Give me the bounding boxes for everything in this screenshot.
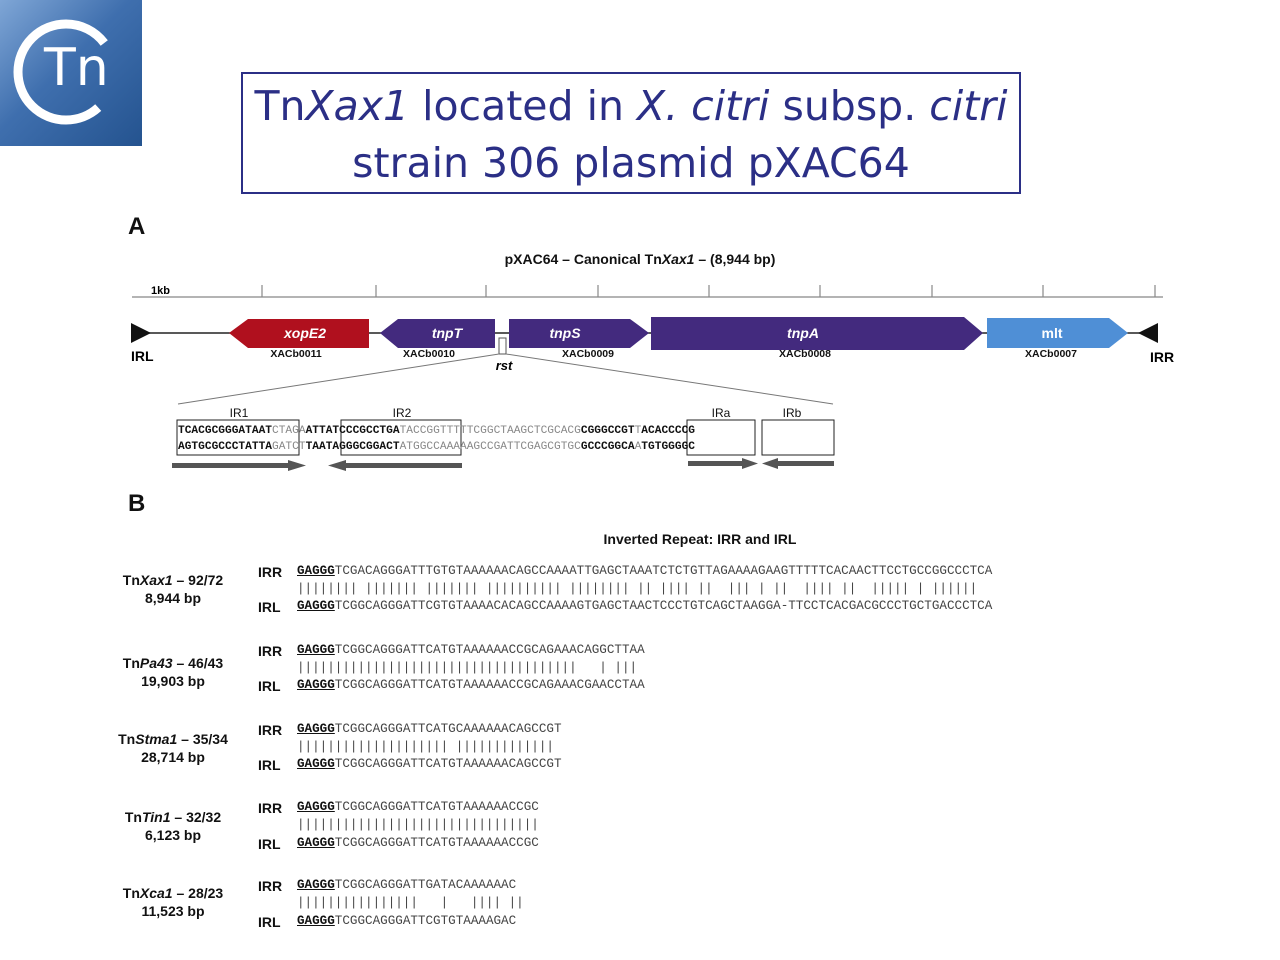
match-line: |||||||||||||||||||| ||||||||||||| <box>297 740 554 754</box>
locus-xacb0009: XACb0009 <box>562 348 614 360</box>
panel-a-heading: pXAC64 – Canonical TnXax1 – (8,944 bp) <box>504 251 776 267</box>
irr-sequence: GAGGGTCGGCAGGGATTCATGTAAAAAACCGCAGAAACAG… <box>297 643 645 657</box>
irr-label: IRR <box>258 722 283 738</box>
irr-end-label: IRR <box>1150 349 1174 365</box>
irr-sequence: GAGGGTCGACAGGGATTTGTGTAAAAAACAGCCAAAATTG… <box>297 564 993 578</box>
gene-label-tnpA: tnpA <box>787 325 819 341</box>
gene-tnpA-arrow <box>651 317 983 350</box>
panel-b-heading: Inverted Repeat: IRR and IRL <box>603 531 797 547</box>
ir2-direction-arrow <box>328 460 462 471</box>
ira-box <box>686 419 756 456</box>
gene-label-tnpT: tnpT <box>432 325 464 341</box>
locus-xacb0010: XACb0010 <box>403 348 455 360</box>
irl-sequence: GAGGGTCGGCAGGGATTCGTGTAAAAGAC <box>297 914 517 928</box>
ir1-label: IR1 <box>230 406 249 420</box>
gene-tnpT-arrow <box>380 319 495 348</box>
logo-text: Tn <box>44 38 109 98</box>
tn-logo: Tn <box>0 0 142 146</box>
ir1-direction-arrow <box>172 460 306 471</box>
panel-b-label: B <box>128 490 146 517</box>
irr-triangle <box>1138 323 1158 343</box>
irl-end-label: IRL <box>131 348 154 364</box>
scale-ticks <box>261 285 1156 297</box>
irl-sequence: GAGGGTCGGCAGGGATTCATGTAAAAAACCGC <box>297 836 539 850</box>
rst-top-strand: TCACGCGGGATAATCTAGAATTATCCCGCCTGATACCGGT… <box>178 425 696 437</box>
gene-label-tnpS: tnpS <box>549 325 581 341</box>
irr-label: IRR <box>258 643 283 659</box>
locus-xacb0011: XACb0011 <box>270 348 322 360</box>
gene-label-xopE2: xopE2 <box>283 325 326 341</box>
irr-label: IRR <box>258 878 283 894</box>
irr-sequence: GAGGGTCGGCAGGGATTGATACAAAAAAC <box>297 878 517 892</box>
irl-label: IRL <box>258 914 281 930</box>
match-line: |||||||||||||||||||||||||||||||| <box>297 818 539 832</box>
match-line: |||||||||||||||| | |||| || <box>297 896 524 910</box>
ir1-box <box>176 419 300 456</box>
irb-direction-arrow <box>762 458 834 469</box>
irl-label: IRL <box>258 836 281 852</box>
irl-sequence: GAGGGTCGGCAGGGATTCATGTAAAAAACAGCCGT <box>297 757 562 771</box>
title-line-1: TnXax1 located in X. citri subsp. citri <box>254 82 1008 130</box>
gene-label-mlt: mlt <box>1042 325 1063 341</box>
locus-xacb0008: XACb0008 <box>779 348 831 360</box>
ira-direction-arrow <box>688 458 758 469</box>
irr-sequence: GAGGGTCGGCAGGGATTCATGCAAAAAACAGCCGT <box>297 722 562 736</box>
locus-xacb0007: XACb0007 <box>1025 348 1077 360</box>
gene-xopE2-arrow <box>229 319 369 348</box>
irl-sequence: GAGGGTCGGCAGGGATTCGTGTAAAACACAGCCAAAAGTG… <box>297 599 993 613</box>
panel-a-label: A <box>128 213 146 240</box>
zoom-line-left <box>177 353 500 405</box>
rst-bottom-strand: AGTGCGCCCTATTAGATCTTAATAGGGCGGACTATGGCCA… <box>178 441 696 453</box>
irr-label: IRR <box>258 800 283 816</box>
ir2-label: IR2 <box>393 406 412 420</box>
irl-label: IRL <box>258 678 281 694</box>
rst-label: rst <box>496 358 513 373</box>
irb-box <box>761 419 835 456</box>
title-line-2: strain 306 plasmid pXAC64 <box>352 139 910 187</box>
irl-sequence: GAGGGTCGGCAGGGATTCATGTAAAAAACCGCAGAAACGA… <box>297 678 645 692</box>
logo-ring-icon <box>13 19 119 125</box>
irr-sequence: GAGGGTCGGCAGGGATTCATGTAAAAAACCGC <box>297 800 539 814</box>
irl-label: IRL <box>258 757 281 773</box>
match-line: |||||||| ||||||| ||||||| |||||||||| ||||… <box>297 582 978 596</box>
irl-triangle <box>131 323 151 343</box>
gene-tnpS-arrow <box>509 319 649 348</box>
match-line: ||||||||||||||||||||||||||||||||||||| | … <box>297 661 638 675</box>
slide-title: TnXax1 located in X. citri subsp. citri … <box>241 72 1021 194</box>
zoom-line-right <box>505 353 834 405</box>
ir2-box <box>340 419 462 456</box>
irb-label: IRb <box>783 406 802 420</box>
gene-mlt-arrow <box>987 318 1128 348</box>
rst-marker <box>498 337 507 355</box>
rst-sequence: TCACGCGGGATAATCTAGAATTATCCCGCCTGATACCGGT… <box>178 423 695 455</box>
irl-label: IRL <box>258 599 281 615</box>
irr-label: IRR <box>258 564 283 580</box>
scale-label: 1kb <box>151 285 170 297</box>
ira-label: IRa <box>712 406 731 420</box>
